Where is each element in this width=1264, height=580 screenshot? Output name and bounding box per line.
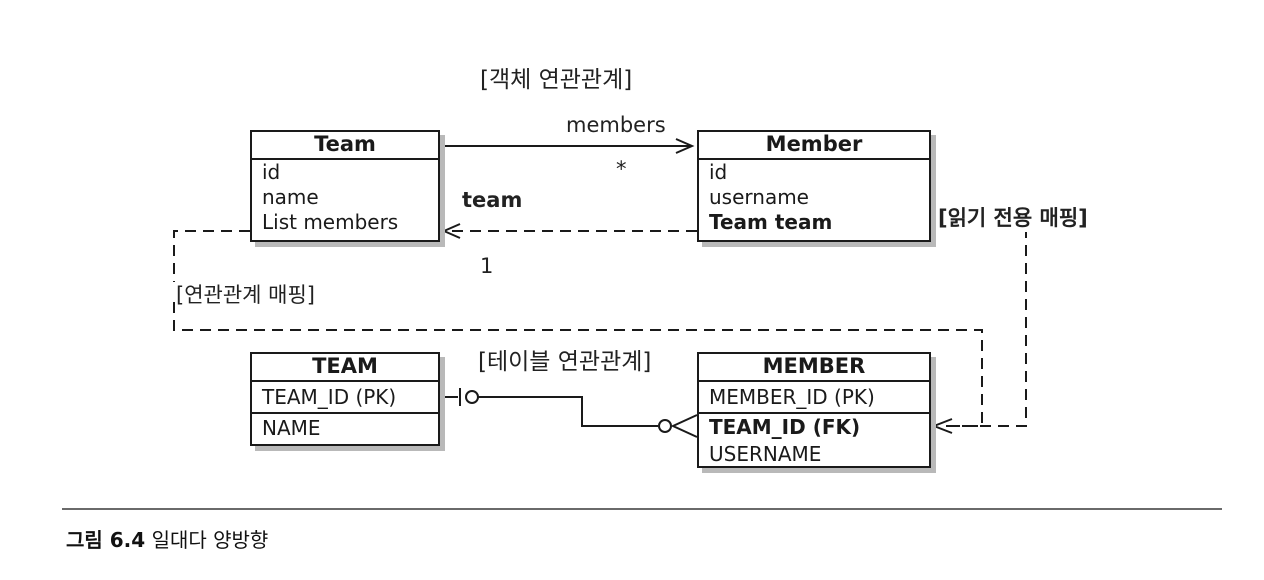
zero-circle-mark	[465, 390, 479, 404]
member-entity-title: Member	[699, 132, 929, 160]
readonly-route	[932, 230, 1027, 427]
member-field-id: id	[709, 160, 728, 184]
team-entity-box: Team id name List members	[250, 130, 440, 242]
figure-caption: 그림 6.4 일대다 양방향	[66, 524, 268, 553]
crows-foot-mark	[670, 414, 698, 438]
team-table-divider	[252, 412, 438, 414]
team-arrowhead	[441, 223, 461, 239]
team-table-title: TEAM	[252, 354, 438, 382]
figure-caption-text: 일대다 양방향	[151, 528, 269, 552]
readonly-mapping-label: [읽기 전용 매핑]	[936, 202, 1090, 232]
member-table-field-fk: TEAM_ID (FK)	[709, 415, 861, 439]
table-relation-title: [테이블 연관관계]	[478, 349, 652, 375]
member-entity-box: Member id username Team team	[697, 130, 931, 242]
team-table-field-name: NAME	[262, 416, 321, 440]
team-edge-label: team	[462, 188, 523, 212]
caption-rule	[62, 508, 1222, 510]
team-field-name: name	[262, 185, 319, 209]
member-table-pk: MEMBER_ID (PK)	[709, 385, 875, 409]
member-field-team: Team team	[709, 210, 833, 234]
one-multiplicity-label: 1	[480, 254, 494, 278]
team-table-pk: TEAM_ID (PK)	[262, 385, 397, 409]
member-table-box: MEMBER MEMBER_ID (PK) TEAM_ID (FK) USERN…	[697, 352, 931, 468]
mapping-route-top	[173, 230, 250, 282]
fk-arrowhead	[931, 418, 953, 434]
zero-circle-mark-many	[658, 419, 672, 433]
team-field-members: List members	[262, 210, 399, 234]
members-arrowhead	[675, 138, 695, 154]
member-table-field-username: USERNAME	[709, 442, 822, 466]
team-entity-title: Team	[252, 132, 438, 160]
team-field-id: id	[262, 160, 281, 184]
many-multiplicity-label: *	[616, 157, 627, 181]
team-table-box: TEAM TEAM_ID (PK) NAME	[250, 352, 440, 446]
figure-number: 그림 6.4	[66, 528, 146, 552]
mapping-label: [연관관계 매핑]	[176, 279, 317, 309]
object-relation-title: [객체 연관관계]	[480, 67, 633, 93]
member-table-title: MEMBER	[699, 354, 929, 382]
member-field-username: username	[709, 185, 809, 209]
member-table-divider	[699, 412, 929, 414]
members-edge-label: members	[566, 113, 666, 137]
table-relation-line	[478, 396, 658, 427]
